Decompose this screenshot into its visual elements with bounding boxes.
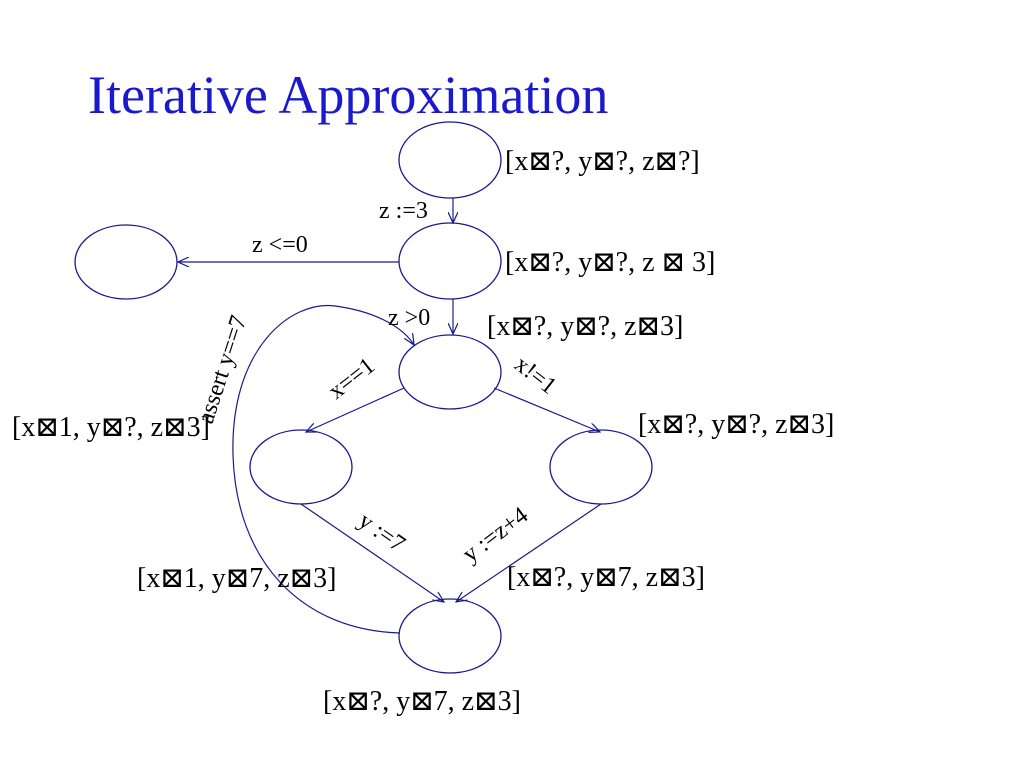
- state-label-entry: [x⊠?, y⊠?, z⊠?]: [505, 146, 700, 177]
- edge-label-assert-y-7: assert y==7: [193, 313, 252, 427]
- edge-x-ne-1: [493, 387, 600, 432]
- edge-y-assign-7: [300, 503, 444, 602]
- slide-title: Iterative Approximation: [88, 65, 609, 125]
- state-label-join: [x⊠?, y⊠7, z⊠3]: [323, 686, 521, 717]
- edge-label-y-assign-7: y :=7: [354, 508, 410, 558]
- node-right-branch: [549, 429, 653, 505]
- edge-label-z-le-0: z <=0: [252, 232, 308, 258]
- state-label-loop-head: [x⊠?, y⊠?, z⊠3]: [487, 311, 683, 342]
- edge-y-assign-z4: [456, 503, 602, 602]
- edge-label-x-ne-1: x!=1: [509, 351, 561, 400]
- node-after-z-assign: [398, 222, 502, 300]
- state-label-after-z-assign: [x⊠?, y⊠?, z ⊠ 3]: [505, 247, 715, 278]
- edge-x-eq-1: [306, 387, 405, 432]
- node-loop-head: [398, 334, 502, 410]
- edge-label-z-assign-3: z :=3: [379, 198, 428, 224]
- node-entry: [398, 121, 502, 199]
- state-label-left-branch: [x⊠1, y⊠?, z⊠3]: [12, 412, 210, 443]
- edge-loop-back: [232, 304, 414, 634]
- node-join: [398, 598, 502, 674]
- node-error: [74, 224, 178, 300]
- edge-label-z-gt-0: z >0: [388, 305, 430, 331]
- state-label-right-branch: [x⊠?, y⊠?, z⊠3]: [638, 409, 834, 440]
- state-label-left-after-y: [x⊠1, y⊠7, z⊠3]: [137, 563, 336, 594]
- node-left-branch: [249, 429, 353, 505]
- edge-label-x-eq-1: x==1: [324, 353, 380, 405]
- state-label-right-after-y: [x⊠?, y⊠7, z⊠3]: [507, 562, 705, 593]
